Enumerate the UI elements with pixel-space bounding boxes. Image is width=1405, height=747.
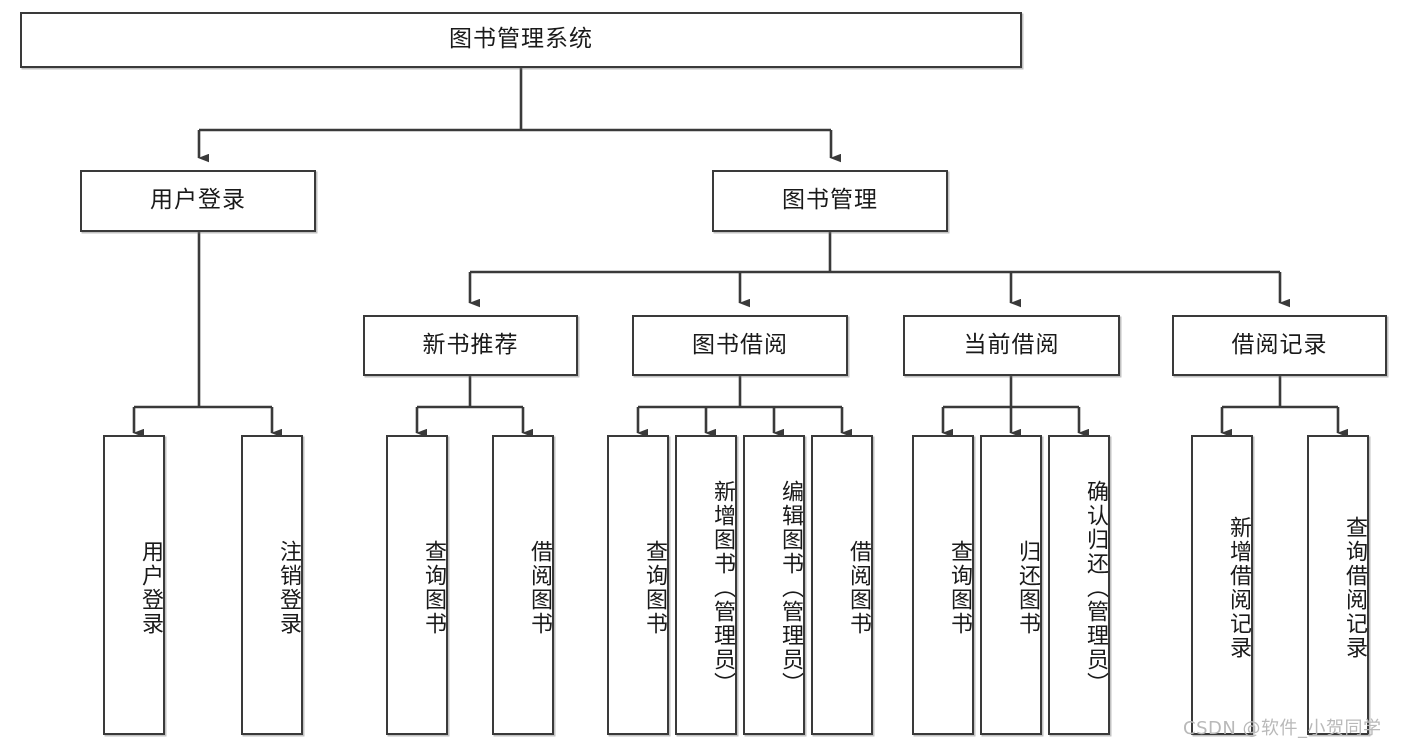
leaf-label: 查询图书 [421, 540, 446, 636]
node-current-borrow[interactable]: 当前借阅 [903, 315, 1120, 376]
leaf-label: 注销登录 [276, 540, 301, 636]
node-user-login-label: 用户登录 [150, 187, 246, 214]
leaf-user-login-logout[interactable]: 注销登录 [241, 435, 303, 735]
leaf-label: 确认归还（管理员） [1083, 480, 1108, 696]
leaf-current-query-book[interactable]: 查询图书 [912, 435, 974, 735]
node-borrow-record-label: 借阅记录 [1231, 331, 1328, 358]
leaf-label: 新增借阅记录 [1226, 516, 1251, 660]
node-root-system[interactable]: 图书管理系统 [20, 12, 1022, 68]
node-book-management[interactable]: 图书管理 [712, 170, 948, 232]
leaf-borrow-borrow-book[interactable]: 借阅图书 [811, 435, 873, 735]
leaf-borrow-edit-book-admin[interactable]: 编辑图书（管理员） [743, 435, 805, 735]
leaf-current-return-book[interactable]: 归还图书 [980, 435, 1042, 735]
node-current-borrow-label: 当前借阅 [963, 331, 1060, 358]
csdn-watermark: CSDN @软件_小贺同学 [1183, 718, 1382, 739]
leaf-user-login-login[interactable]: 用户登录 [103, 435, 165, 735]
node-borrow-record[interactable]: 借阅记录 [1172, 315, 1387, 376]
leaf-record-add-record[interactable]: 新增借阅记录 [1191, 435, 1253, 735]
leaf-new-book-query[interactable]: 查询图书 [386, 435, 448, 735]
leaf-label: 借阅图书 [527, 540, 552, 636]
leaf-label: 借阅图书 [846, 540, 871, 636]
node-root-label: 图书管理系统 [449, 26, 593, 53]
leaf-new-book-borrow[interactable]: 借阅图书 [492, 435, 554, 735]
leaf-record-query-record[interactable]: 查询借阅记录 [1307, 435, 1369, 735]
leaf-label: 查询图书 [947, 540, 972, 636]
node-user-login[interactable]: 用户登录 [80, 170, 316, 232]
leaf-current-confirm-return-admin[interactable]: 确认归还（管理员） [1048, 435, 1110, 735]
leaf-borrow-query-book[interactable]: 查询图书 [607, 435, 669, 735]
node-new-book-recommend[interactable]: 新书推荐 [363, 315, 578, 376]
leaf-label: 归还图书 [1015, 540, 1040, 636]
leaf-label: 查询借阅记录 [1342, 516, 1367, 660]
leaf-borrow-add-book-admin[interactable]: 新增图书（管理员） [675, 435, 737, 735]
node-book-borrow-label: 图书借阅 [692, 331, 788, 358]
node-book-borrow[interactable]: 图书借阅 [632, 315, 848, 376]
leaf-label: 用户登录 [138, 540, 163, 636]
node-new-book-recommend-label: 新书推荐 [422, 331, 519, 358]
node-book-management-label: 图书管理 [782, 187, 878, 214]
leaf-label: 查询图书 [642, 540, 667, 636]
leaf-label: 编辑图书（管理员） [778, 480, 803, 696]
leaf-label: 新增图书（管理员） [710, 480, 735, 696]
